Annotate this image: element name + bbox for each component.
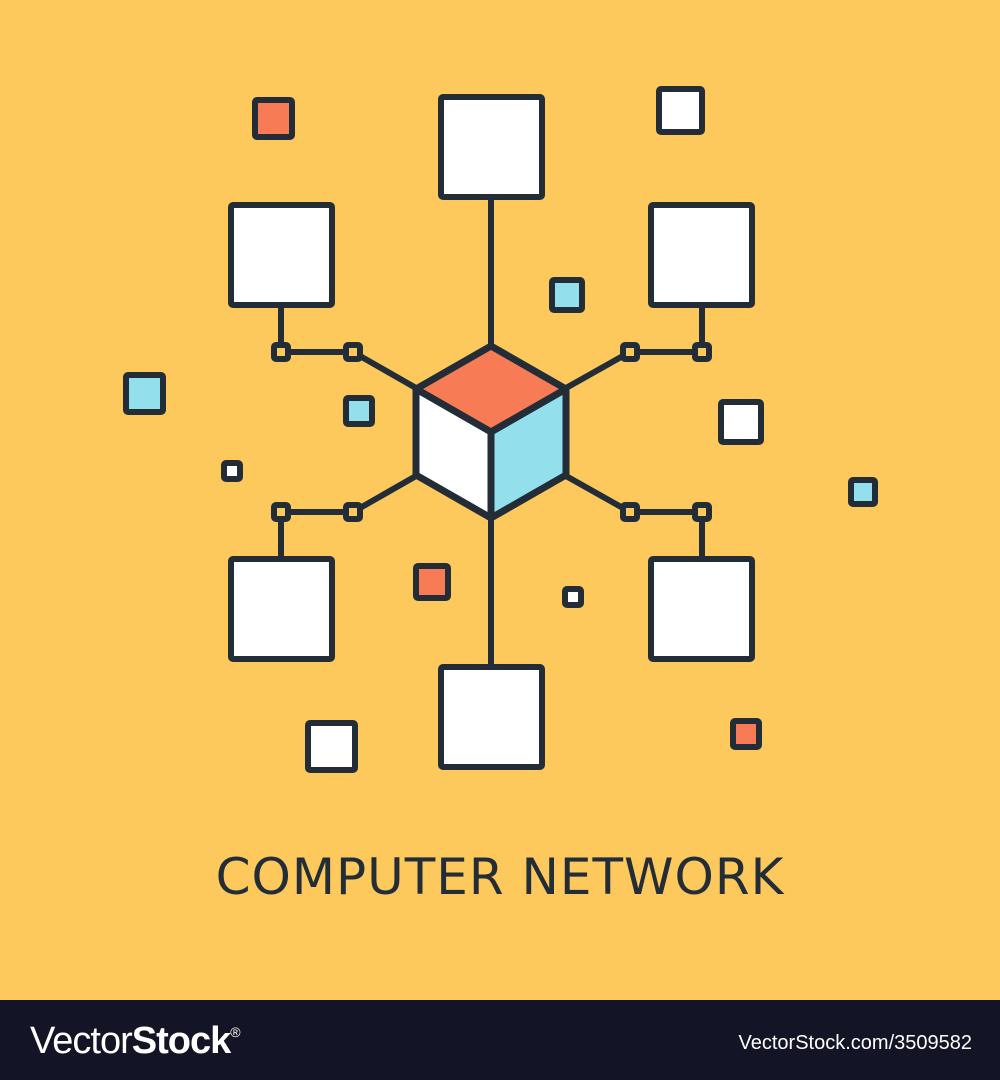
junction-node-icon xyxy=(692,342,712,362)
link-bottom-right xyxy=(563,473,705,562)
decor-square-blue-icon xyxy=(343,395,375,427)
junction-node-icon xyxy=(692,502,712,522)
vectorstock-logo: VectorStock® xyxy=(30,1020,241,1063)
node-top-right-icon xyxy=(648,202,755,308)
link-bottom-left xyxy=(278,473,419,562)
link-top-left xyxy=(278,302,419,391)
network-diagram xyxy=(123,86,878,773)
brand-bold-text: Stock xyxy=(131,1020,231,1062)
junction-node-icon xyxy=(271,502,291,522)
node-top-left-icon xyxy=(228,202,335,308)
node-bottom-left-icon xyxy=(228,556,335,662)
image-reference: VectorStock.com/3509582 xyxy=(738,1032,972,1054)
brand-light-text: Vector xyxy=(30,1020,133,1062)
cube-hub-icon xyxy=(412,342,570,522)
illustration: COMPUTER NETWORK xyxy=(123,86,878,906)
decor-square-red-icon xyxy=(413,563,451,601)
node-bottom-right-icon xyxy=(648,556,755,662)
decor-square-white-icon xyxy=(221,460,243,482)
decor-square-white-icon xyxy=(656,86,705,135)
decor-square-white-icon xyxy=(305,720,358,773)
decor-square-white-icon xyxy=(562,586,584,608)
decor-square-blue-icon xyxy=(549,277,585,313)
junction-node-icon xyxy=(343,342,363,362)
node-top-icon xyxy=(438,94,545,200)
decor-square-red-icon xyxy=(730,718,762,750)
decor-square-red-icon xyxy=(252,97,295,140)
decor-square-white-icon xyxy=(718,399,764,445)
link-top-right xyxy=(563,302,705,391)
illustration-title: COMPUTER NETWORK xyxy=(215,848,785,906)
footer-bar: VectorStock® VectorStock.com/3509582 xyxy=(0,1000,1000,1080)
decor-square-blue-icon xyxy=(848,477,878,507)
junction-node-icon xyxy=(271,342,291,362)
junction-node-icon xyxy=(620,342,640,362)
registered-mark: ® xyxy=(230,1024,240,1040)
junction-node-icon xyxy=(620,502,640,522)
decor-square-blue-icon xyxy=(123,372,166,415)
node-bottom-icon xyxy=(438,664,545,770)
junction-node-icon xyxy=(343,502,363,522)
